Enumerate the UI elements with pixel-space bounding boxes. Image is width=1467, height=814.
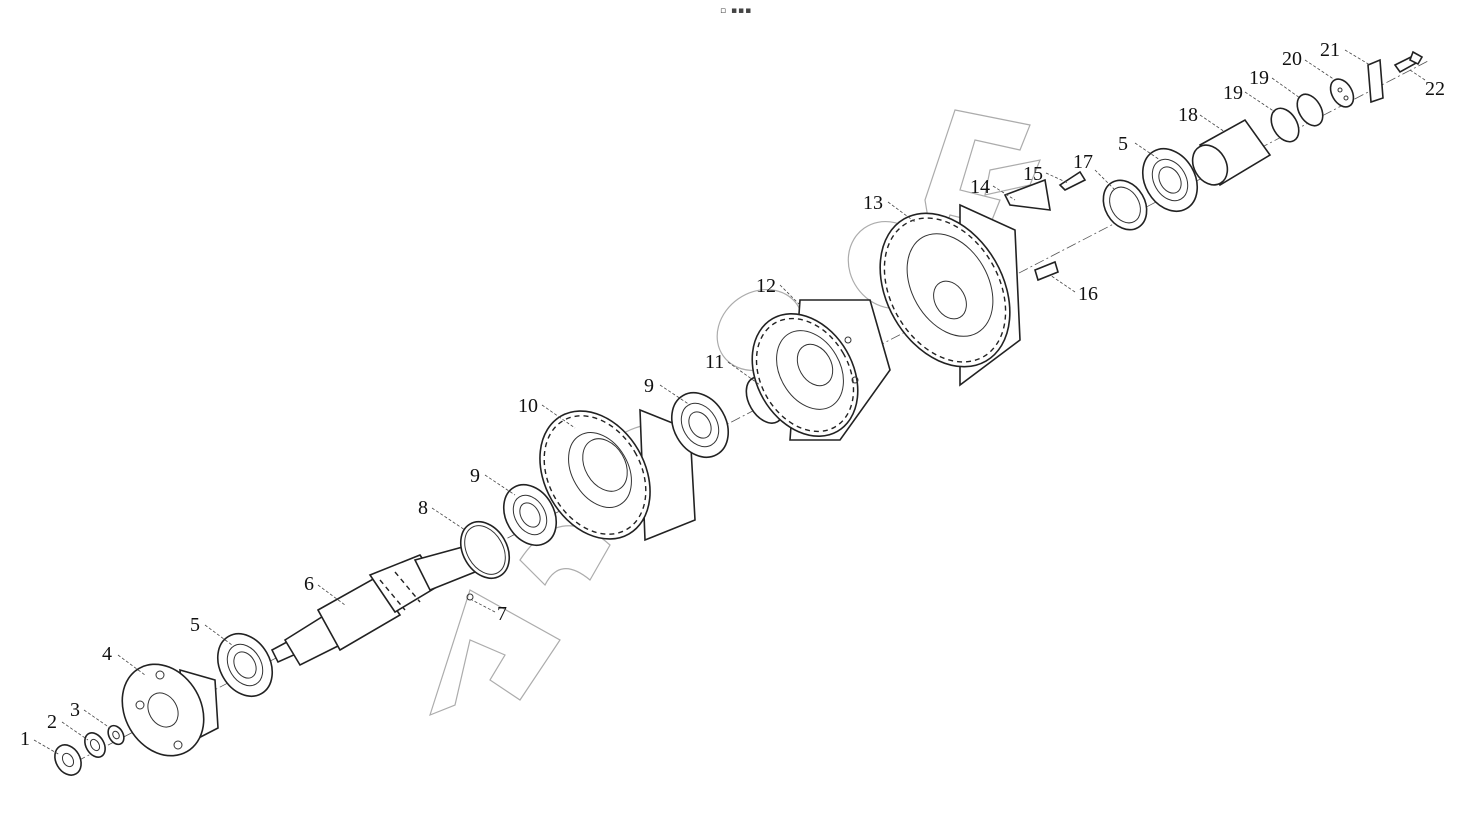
part-snap-ring <box>459 520 511 580</box>
part-cover-plate <box>1329 78 1355 108</box>
callout-17: 17 <box>1073 151 1093 173</box>
callout-8: 8 <box>418 497 428 519</box>
part-gear-large <box>879 203 1021 387</box>
callout-22: 22 <box>1425 78 1445 100</box>
callout-9a: 9 <box>470 465 480 487</box>
part-bracket <box>1367 58 1384 104</box>
callout-11: 11 <box>705 351 724 373</box>
part-splined-shaft <box>270 544 482 667</box>
callout-9b: 9 <box>644 375 654 397</box>
part-cap-screw <box>1393 50 1424 74</box>
part-lever <box>1003 178 1051 211</box>
callout-16: 16 <box>1078 283 1098 305</box>
part-clutch-drum <box>751 299 891 441</box>
callout-labels: 1 2 3 4 5 6 7 8 9 10 9 11 12 13 14 15 16… <box>20 39 1445 750</box>
callout-10: 10 <box>518 395 538 417</box>
callout-2: 2 <box>47 711 57 733</box>
callout-15: 15 <box>1023 163 1043 185</box>
part-bearing-right <box>1141 148 1199 212</box>
callout-5a: 5 <box>190 614 200 636</box>
callout-21: 21 <box>1320 39 1340 61</box>
callout-7: 7 <box>497 603 507 625</box>
callout-14: 14 <box>970 176 990 198</box>
part-dowel <box>1034 260 1059 282</box>
part-o-ring-b <box>1296 93 1324 127</box>
part-flange <box>121 663 219 757</box>
callout-5b: 5 <box>1118 133 1128 155</box>
part-bolt <box>1058 170 1087 191</box>
part-o-ring-a <box>1270 107 1300 143</box>
part-castle-nut <box>54 744 82 776</box>
leader-lines <box>33 49 1426 756</box>
part-gear-small <box>539 408 696 542</box>
part-bearing-middle <box>502 484 558 546</box>
callout-12: 12 <box>756 275 776 297</box>
part-bearing-left <box>216 633 274 697</box>
toolbar-dots-icon[interactable]: ▫ ▪▪▪ <box>720 6 753 16</box>
part-lock-washer <box>84 732 106 758</box>
part-pin <box>466 593 474 601</box>
callout-4: 4 <box>102 643 112 665</box>
callout-3: 3 <box>70 699 80 721</box>
callout-18: 18 <box>1178 104 1198 126</box>
part-sleeve <box>1191 118 1272 187</box>
callout-19b: 19 <box>1249 67 1269 89</box>
callout-13: 13 <box>863 192 883 214</box>
callout-1: 1 <box>20 728 30 750</box>
callout-20: 20 <box>1282 48 1302 70</box>
callout-19a: 19 <box>1223 82 1243 104</box>
part-bearing-upper <box>670 392 730 458</box>
callout-6: 6 <box>304 573 314 595</box>
part-washer <box>107 724 125 746</box>
part-bushing <box>1102 179 1148 231</box>
